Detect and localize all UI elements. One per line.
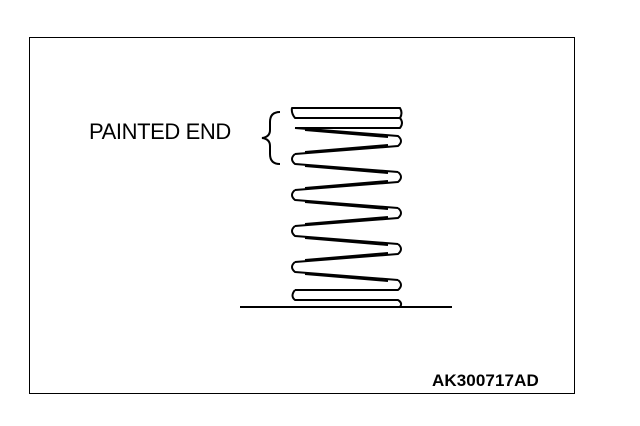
brace-icon [261,111,281,165]
coil-spring-icon [290,107,403,308]
figure-code: AK300717AD [432,371,539,390]
diagram-frame [29,37,575,394]
painted-end-label: PAINTED END [89,119,231,144]
